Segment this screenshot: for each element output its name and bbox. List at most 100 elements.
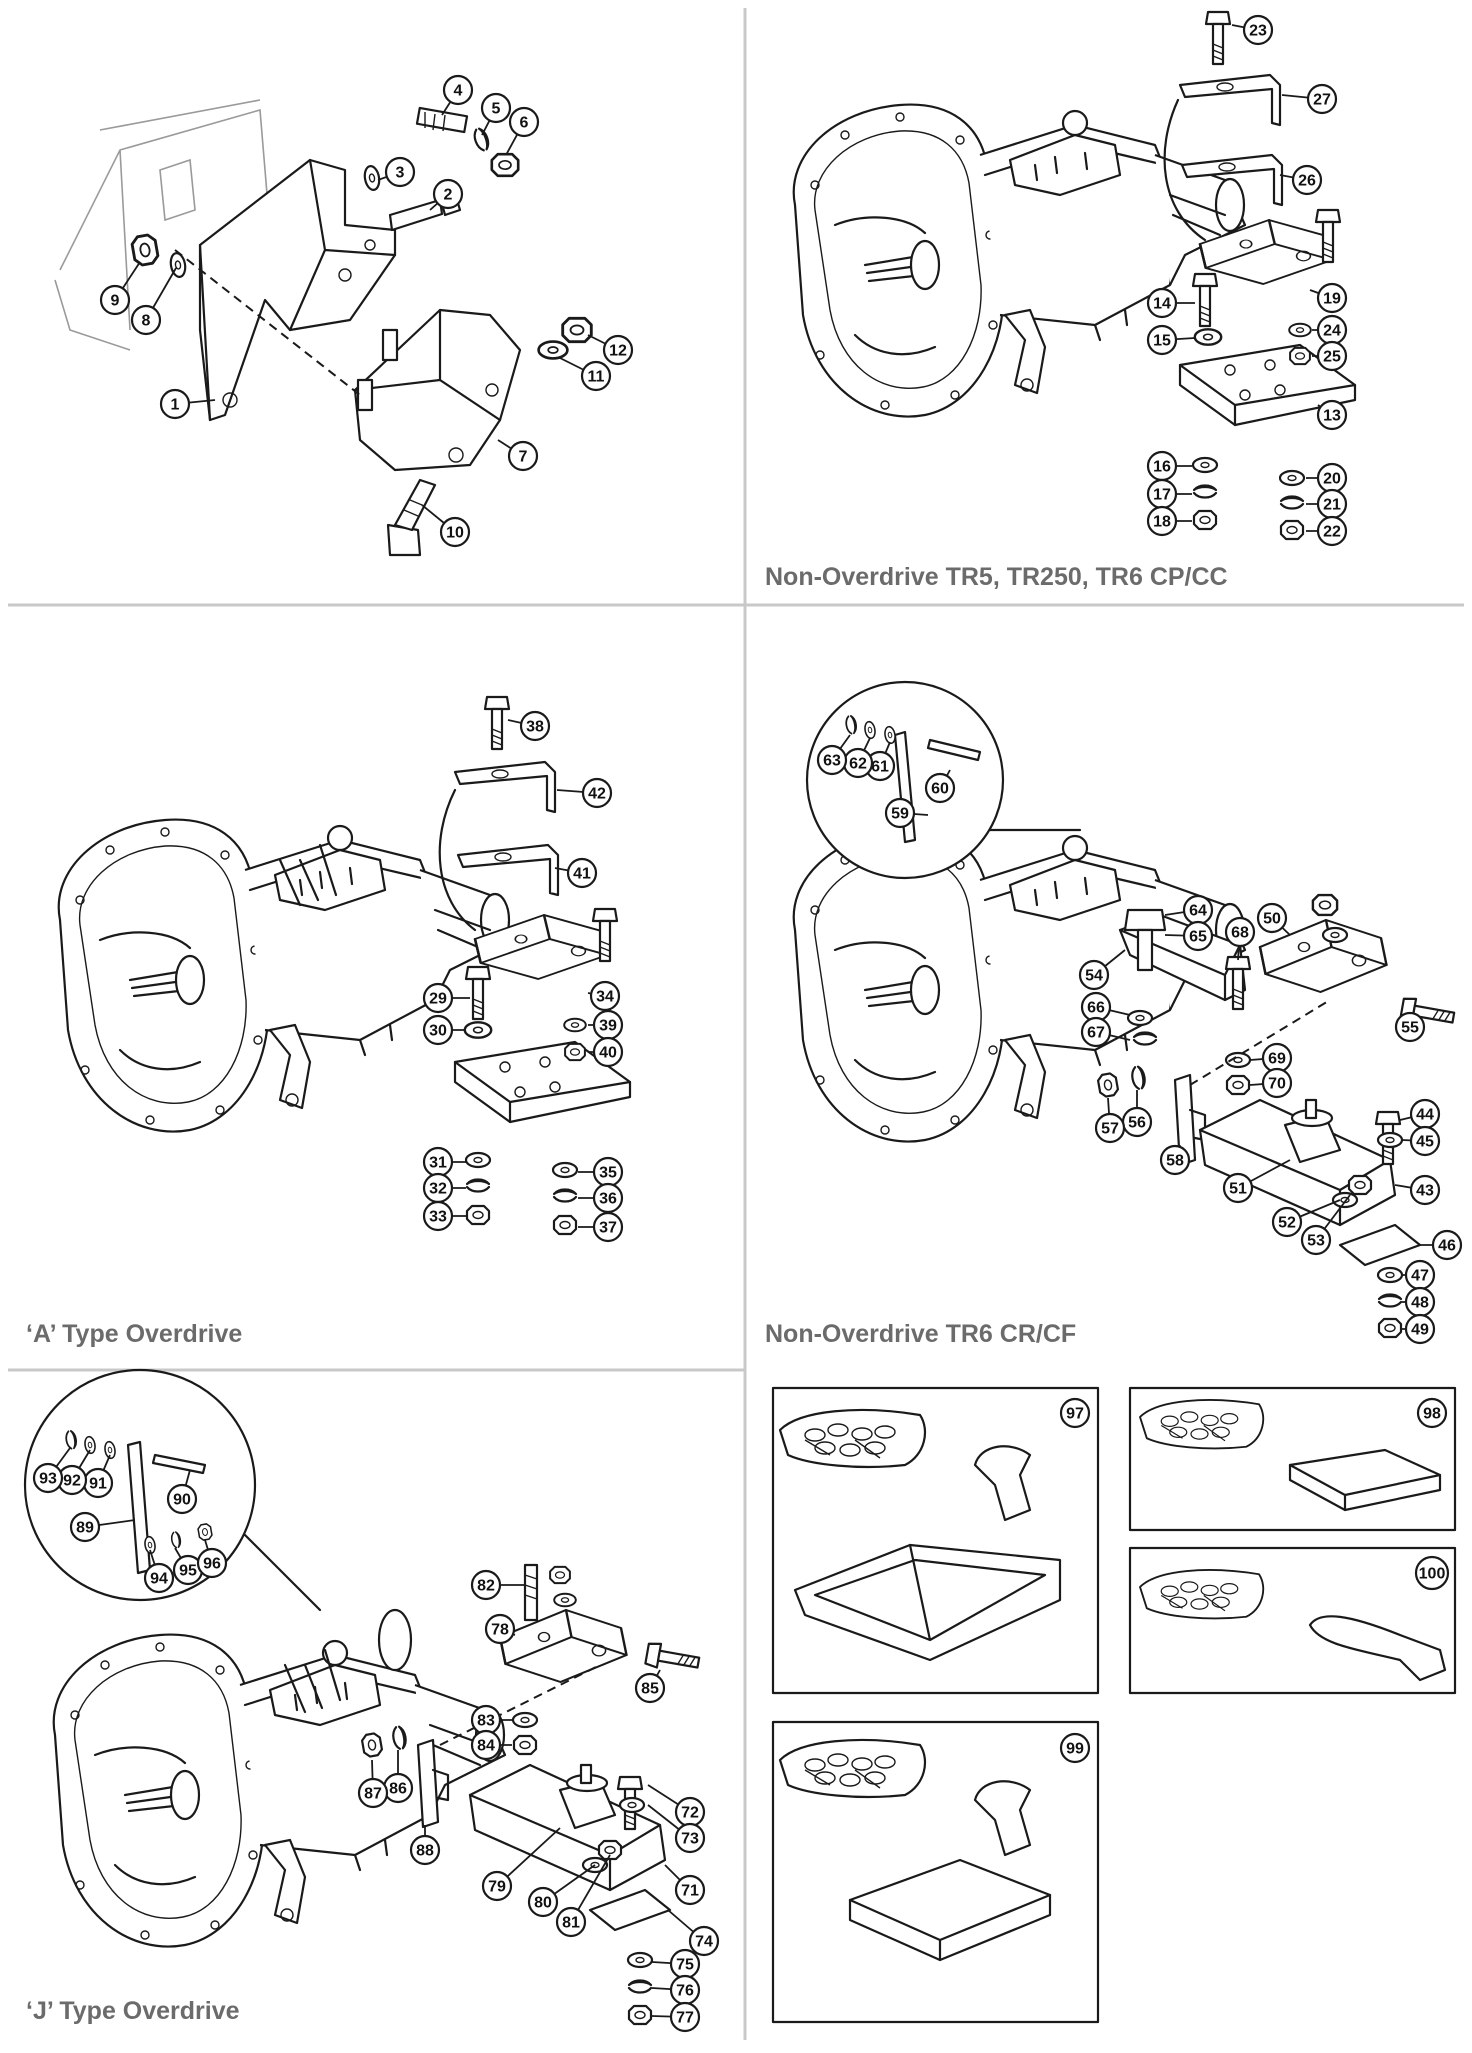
callout-number-88: 88 — [416, 1843, 434, 1860]
callout-48: 48 — [1404, 1286, 1436, 1318]
callout-number-83: 83 — [477, 1713, 495, 1730]
callout-layer: 1234567891011121314151617181920212223242… — [32, 14, 1463, 2033]
callout-30: 30 — [422, 1014, 454, 1046]
callout-number-22: 22 — [1323, 524, 1341, 541]
callout-number-16: 16 — [1153, 459, 1171, 476]
callout-88: 88 — [409, 1834, 441, 1866]
callout-46: 46 — [1431, 1229, 1463, 1261]
callout-19: 19 — [1316, 282, 1348, 314]
callout-29: 29 — [422, 982, 454, 1014]
callout-number-51: 51 — [1229, 1181, 1247, 1198]
callout-number-29: 29 — [429, 991, 447, 1008]
callout-number-65: 65 — [1189, 929, 1207, 946]
caption-j-type-overdrive: ‘J’ Type Overdrive — [26, 1997, 240, 2025]
callout-number-57: 57 — [1101, 1121, 1119, 1138]
callout-34: 34 — [589, 980, 621, 1012]
callout-number-86: 86 — [389, 1781, 407, 1798]
callout-number-80: 80 — [534, 1895, 552, 1912]
callout-57: 57 — [1094, 1112, 1126, 1144]
callout-circle-26 — [1291, 164, 1323, 196]
callout-number-8: 8 — [142, 313, 151, 330]
callout-93: 93 — [32, 1462, 64, 1494]
callout-number-99: 99 — [1066, 1741, 1084, 1758]
callout-circle-53 — [1300, 1224, 1332, 1256]
callout-9: 9 — [99, 284, 131, 316]
callout-number-43: 43 — [1416, 1183, 1434, 1200]
callout-circle-94 — [143, 1562, 175, 1594]
callout-100: 100 — [1414, 1555, 1450, 1591]
callout-63: 63 — [816, 744, 848, 776]
callout-number-5: 5 — [492, 101, 501, 118]
callout-38: 38 — [519, 710, 551, 742]
callout-number-23: 23 — [1249, 23, 1267, 40]
callout-87: 87 — [357, 1777, 389, 1809]
callout-68: 68 — [1224, 916, 1256, 948]
callout-4: 4 — [442, 74, 474, 106]
callout-number-73: 73 — [681, 1831, 699, 1848]
callout-number-24: 24 — [1323, 323, 1341, 340]
callout-94: 94 — [143, 1562, 175, 1594]
callout-72: 72 — [674, 1796, 706, 1828]
callout-23: 23 — [1242, 14, 1274, 46]
callout-40: 40 — [592, 1036, 624, 1068]
callout-number-90: 90 — [173, 1492, 191, 1509]
callout-25: 25 — [1316, 340, 1348, 372]
callout-78: 78 — [484, 1613, 516, 1645]
callout-65: 65 — [1182, 920, 1214, 952]
callout-circle-5 — [480, 92, 512, 124]
callout-circle-90 — [166, 1483, 198, 1515]
callout-66: 66 — [1080, 991, 1112, 1023]
caption-non-overdrive-tr5: Non-Overdrive TR5, TR250, TR6 CP/CC — [765, 563, 1228, 591]
callout-33: 33 — [422, 1200, 454, 1232]
callout-number-92: 92 — [63, 1473, 81, 1490]
callout-69: 69 — [1261, 1042, 1293, 1074]
callout-number-79: 79 — [488, 1879, 506, 1896]
callout-number-60: 60 — [931, 781, 949, 798]
callout-number-50: 50 — [1263, 911, 1281, 928]
callout-97: 97 — [1059, 1397, 1091, 1429]
callout-74: 74 — [688, 1925, 720, 1957]
callout-number-69: 69 — [1268, 1051, 1286, 1068]
callout-circle-51 — [1222, 1172, 1254, 1204]
callout-circle-11 — [580, 360, 612, 392]
callout-number-72: 72 — [681, 1805, 699, 1822]
callout-number-63: 63 — [823, 753, 841, 770]
callout-circle-30 — [422, 1014, 454, 1046]
callout-20: 20 — [1316, 462, 1348, 494]
callout-44: 44 — [1409, 1098, 1441, 1130]
callout-61: 61 — [864, 750, 896, 782]
callout-51: 51 — [1222, 1172, 1254, 1204]
callout-number-70: 70 — [1268, 1076, 1286, 1093]
callout-circle-82 — [470, 1569, 502, 1601]
callout-86: 86 — [382, 1772, 414, 1804]
callout-50: 50 — [1256, 902, 1288, 934]
callout-79: 79 — [481, 1870, 513, 1902]
callout-number-61: 61 — [871, 759, 889, 776]
callout-58: 58 — [1159, 1144, 1191, 1176]
callout-99: 99 — [1059, 1732, 1091, 1764]
callout-circle-65 — [1182, 920, 1214, 952]
callout-80: 80 — [527, 1886, 559, 1918]
callout-73: 73 — [674, 1822, 706, 1854]
callout-number-30: 30 — [429, 1023, 447, 1040]
callout-number-19: 19 — [1323, 291, 1341, 308]
callout-75: 75 — [669, 1948, 701, 1980]
callout-circle-57 — [1094, 1112, 1126, 1144]
callout-number-81: 81 — [562, 1915, 580, 1932]
callout-circle-13 — [1316, 399, 1348, 431]
callout-circle-1 — [159, 388, 191, 420]
callout-number-26: 26 — [1298, 173, 1316, 190]
callout-number-85: 85 — [641, 1681, 659, 1698]
callout-3: 3 — [384, 156, 416, 188]
callout-circle-88 — [409, 1834, 441, 1866]
callout-circle-4 — [442, 74, 474, 106]
panel-non-overdrive-tr6 — [792, 680, 1457, 1339]
callout-number-39: 39 — [599, 1018, 617, 1035]
callout-circle-63 — [816, 744, 848, 776]
callout-84: 84 — [470, 1729, 502, 1761]
callout-number-52: 52 — [1278, 1215, 1296, 1232]
callout-number-25: 25 — [1323, 349, 1341, 366]
callout-number-42: 42 — [588, 786, 606, 803]
callout-number-55: 55 — [1401, 1020, 1419, 1037]
